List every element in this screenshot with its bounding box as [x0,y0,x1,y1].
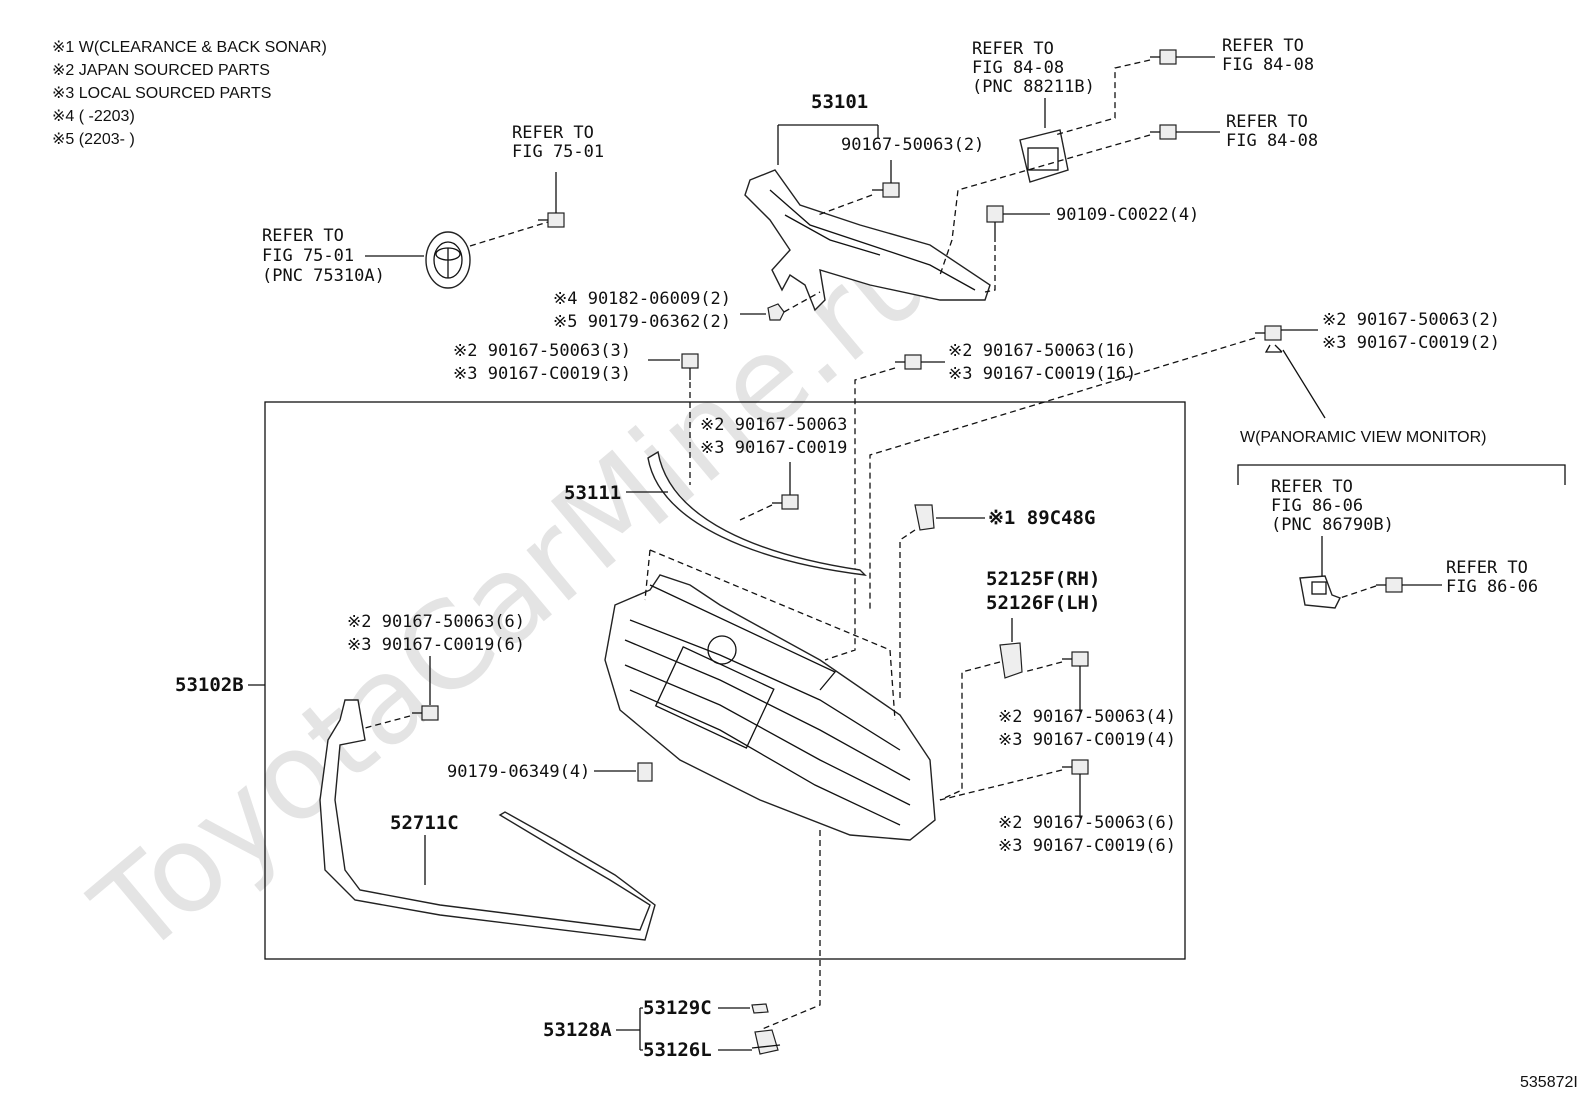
label-90167-50063-2a: 90167-50063(2) [841,135,984,155]
label-90167-c0019-6a: ※3 90167-C0019(6) [347,635,525,655]
legend-note-3: ※3 LOCAL SOURCED PARTS [52,85,271,102]
bolt-16 [895,354,922,370]
radiator-grille-53102b [604,574,936,841]
emblem-bolt-ref-2: FIG 75-01 [512,142,604,162]
part-53129c: 53129C [643,997,712,1019]
label-90167-50063-4: ※2 90167-50063(4) [998,707,1176,727]
part-53126l: 53126L [643,1039,712,1061]
label-90167-50063-3: ※2 90167-50063(3) [453,341,631,361]
label-90179-06349: 90179-06349(4) [447,762,590,782]
part-52711c: 52711C [390,812,459,834]
clip-53126l [751,1029,781,1055]
clip-89c48g [914,504,935,531]
camera-ref-1: REFER TO [1271,477,1353,497]
sonar-sensor [1019,129,1069,183]
part-53101: 53101 [811,91,868,113]
sonar-ref-2: FIG 84-08 [972,58,1064,78]
bolt-4 [1062,651,1089,667]
label-90167-50063-6a: ※2 90167-50063(6) [347,612,525,632]
assembly-frame [264,401,1186,960]
panoramic-bracket [1237,464,1566,485]
camera-bolt-ref-2: FIG 86-06 [1446,577,1538,597]
panoramic-label: W(PANORAMIC VIEW MONITOR) [1240,429,1487,446]
part-53111: 53111 [564,482,621,504]
bolt-camera [1376,577,1403,593]
clip-90179-06349 [637,762,653,782]
label-90179-06362: ※5 90179-06362(2) [553,312,731,332]
bolt-6-left [412,705,439,721]
bolt-single [772,494,799,510]
molding-53111 [647,450,867,576]
upper-support-53101 [744,169,991,312]
legend-note-1: ※1 W(CLEARANCE & BACK SONAR) [52,39,327,56]
part-53128a: 53128A [543,1019,612,1041]
camera-bolt-ref-1: REFER TO [1446,558,1528,578]
bolt-6-right [1062,759,1089,775]
label-90167-c0019-3: ※3 90167-C0019(3) [453,364,631,384]
sonar-mid-ref-2: FIG 84-08 [1226,131,1318,151]
label-90167-c0019-single: ※3 90167-C0019 [700,438,847,458]
sonar-bolt-ref-1: REFER TO [1222,36,1304,56]
illustration-number: 535872I [1520,1074,1578,1091]
emblem-ref-2: FIG 75-01 [262,246,354,266]
bolt-90109 [986,205,1004,242]
part-53102b: 53102B [175,674,244,696]
label-90109: 90109-C0022(4) [1056,205,1199,225]
cover-53129c [751,1003,769,1014]
label-90167-c0019-2: ※3 90167-C0019(2) [1322,333,1500,353]
part-52125f: 52125F(RH) [986,568,1100,590]
label-90167-50063-single: ※2 90167-50063 [700,415,847,435]
label-90167-50063-6b: ※2 90167-50063(6) [998,813,1176,833]
bolt-sonar-mid [1150,124,1177,140]
panoramic-arrow [1264,344,1326,419]
sonar-ref-3: (PNC 88211B) [972,77,1095,97]
emblem-bolt-ref-1: REFER TO [512,123,594,143]
emblem-bolt [538,212,565,228]
label-90167-50063-2b: ※2 90167-50063(2) [1322,310,1500,330]
garnish-52711c [319,699,656,941]
label-90182: ※4 90182-06009(2) [553,289,731,309]
bolt-sonar-top [1150,49,1177,65]
label-90167-c0019-6b: ※3 90167-C0019(6) [998,836,1176,856]
emblem-part [425,231,471,289]
camera-ref-3: (PNC 86790B) [1271,515,1394,535]
part-52126f: 52126F(LH) [986,592,1100,614]
sonar-mid-ref-1: REFER TO [1226,112,1308,132]
part-89c48g: ※1 89C48G [988,507,1095,529]
bolt-panoramic [1255,325,1282,341]
emblem-ref-1: REFER TO [262,226,344,246]
bolt-90167-upper [872,182,900,198]
watermark: ToyotaCarMine.ru [69,202,962,983]
emblem-ref-3: (PNC 75310A) [262,266,385,286]
legend: ※1 W(CLEARANCE & BACK SONAR) ※2 JAPAN SO… [52,39,327,148]
label-90167-c0019-4: ※3 90167-C0019(4) [998,730,1176,750]
bolt-3 [681,353,699,380]
legend-note-4: ※4 ( -2203) [52,108,135,125]
sonar-ref-1: REFER TO [972,39,1054,59]
camera-ref-2: FIG 86-06 [1271,496,1363,516]
sonar-bolt-ref-2: FIG 84-08 [1222,55,1314,75]
panoramic-camera [1299,575,1341,609]
nut-90182 [767,303,785,321]
legend-note-2: ※2 JAPAN SOURCED PARTS [52,62,270,79]
label-90167-50063-16: ※2 90167-50063(16) [948,341,1136,361]
legend-note-5: ※5 (2203- ) [52,131,135,148]
label-90167-c0019-16: ※3 90167-C0019(16) [948,364,1136,384]
bracket-52125f [999,642,1023,679]
